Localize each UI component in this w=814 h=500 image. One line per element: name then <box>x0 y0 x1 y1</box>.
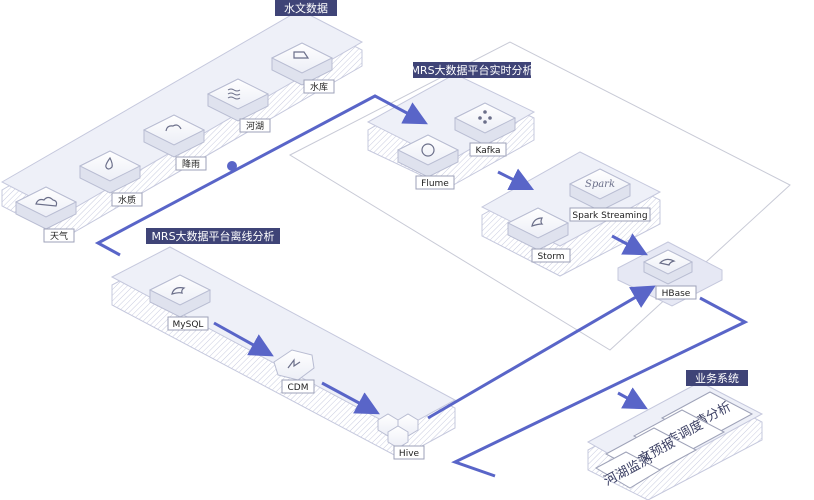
section-offline: MRS大数据平台离线分析 <box>146 228 280 244</box>
node-water-quality: 水质 <box>78 150 143 207</box>
node-hive: Hive <box>377 413 425 460</box>
node-weather-label: 天气 <box>50 230 68 242</box>
node-mysql: MySQL <box>148 274 212 331</box>
dolphin-icon <box>171 287 186 295</box>
node-flume-label: Flume <box>421 179 449 189</box>
rain-cloud-icon <box>165 124 182 132</box>
node-hbase: HBase <box>642 249 697 300</box>
node-cdm: CDM <box>273 349 315 394</box>
node-water-quality-label: 水质 <box>118 194 136 206</box>
node-weather: 天气 <box>14 186 78 243</box>
section-offline-title: MRS大数据平台离线分析 <box>151 229 274 243</box>
flow-lines <box>94 94 749 478</box>
section-realtime: MRS大数据平台实时分析 <box>410 62 534 78</box>
storm-icon <box>531 217 544 227</box>
node-hive-label: Hive <box>399 449 420 459</box>
kafka-icon <box>478 110 492 124</box>
orca-icon <box>658 258 676 266</box>
node-river: 河湖 <box>206 78 271 133</box>
node-flume: Flume <box>396 134 460 190</box>
section-business: 业务系统 <box>686 370 748 386</box>
node-cdm-label: CDM <box>288 383 309 393</box>
dam-icon <box>293 51 310 59</box>
thin-frame <box>288 41 791 351</box>
node-kafka-label: Kafka <box>476 146 501 156</box>
node-spark-streaming-label: Spark Streaming <box>572 211 647 221</box>
node-storm-label: Storm <box>537 252 564 262</box>
node-kafka: Kafka <box>453 102 517 157</box>
water-drop-icon <box>105 156 113 170</box>
node-hbase-label: HBase <box>662 289 691 299</box>
section-hydrology-title: 水文数据 <box>284 1 328 15</box>
flume-icon <box>421 143 435 157</box>
section-hydrology: 水文数据 <box>275 0 337 16</box>
section-realtime-title: MRS大数据平台实时分析 <box>410 63 533 77</box>
cloud-icon <box>35 196 58 207</box>
node-mysql-label: MySQL <box>173 320 204 330</box>
hive-hexagon-icon <box>377 413 419 449</box>
node-reservoir: 水库 <box>270 42 335 94</box>
node-rainfall-label: 降雨 <box>182 158 200 170</box>
cdm-icon <box>287 358 301 369</box>
node-spark-streaming: Spark Spark Streaming <box>568 168 651 222</box>
waves-icon <box>227 88 241 100</box>
node-rainfall: 降雨 <box>142 114 207 171</box>
node-storm: Storm <box>506 207 571 263</box>
node-reservoir-label: 水库 <box>310 81 328 93</box>
node-river-label: 河湖 <box>246 120 264 132</box>
spark-logo-icon: Spark <box>585 179 615 190</box>
section-business-title: 业务系统 <box>695 372 739 385</box>
